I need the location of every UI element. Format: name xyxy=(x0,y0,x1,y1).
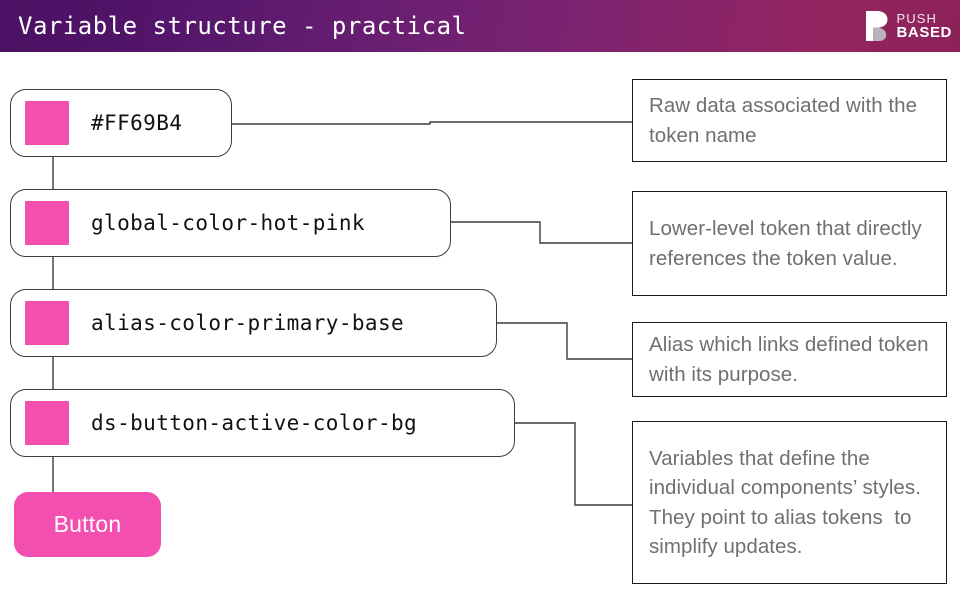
color-swatch xyxy=(25,101,69,145)
color-swatch xyxy=(25,301,69,345)
token-label: ds-button-active-color-bg xyxy=(91,411,418,435)
note-text: Lower-level token that directly referenc… xyxy=(649,217,928,270)
connector-note-1 xyxy=(232,121,632,125)
token-row-component-token[interactable]: ds-button-active-color-bg xyxy=(10,389,515,457)
logo-mark-icon xyxy=(864,10,890,42)
note-text: Variables that define the individual com… xyxy=(649,447,927,558)
page-title: Variable structure - practical xyxy=(18,12,467,40)
logo-text-based: BASED xyxy=(896,23,952,41)
connector-note-3 xyxy=(497,322,632,360)
note-text: Alias which links defined token with its… xyxy=(649,333,935,386)
color-swatch xyxy=(25,201,69,245)
token-row-global-token[interactable]: global-color-hot-pink xyxy=(10,189,451,257)
token-row-raw-value[interactable]: #FF69B4 xyxy=(10,89,232,157)
token-label: global-color-hot-pink xyxy=(91,211,365,235)
token-label: alias-color-primary-base xyxy=(91,311,405,335)
color-swatch xyxy=(25,401,69,445)
note-raw-value: Raw data associated with the token name xyxy=(632,79,947,162)
note-component-token: Variables that define the individual com… xyxy=(632,421,947,584)
button-sample-label: Button xyxy=(53,511,122,537)
token-label: #FF69B4 xyxy=(91,111,183,135)
slide-header: Variable structure - practical PUSH BASE… xyxy=(0,0,960,52)
logo-text-push: PUSH xyxy=(896,10,938,26)
note-global-token: Lower-level token that directly referenc… xyxy=(632,191,947,296)
token-row-alias-token[interactable]: alias-color-primary-base xyxy=(10,289,497,357)
connector-note-2 xyxy=(451,221,632,244)
connector-note-4 xyxy=(515,422,632,506)
note-text: Raw data associated with the token name xyxy=(649,94,923,147)
button-sample[interactable]: Button xyxy=(14,492,161,557)
note-alias-token: Alias which links defined token with its… xyxy=(632,322,947,397)
push-based-logo: PUSH BASED xyxy=(864,8,952,44)
logo-wordmark: PUSH BASED xyxy=(896,10,952,41)
